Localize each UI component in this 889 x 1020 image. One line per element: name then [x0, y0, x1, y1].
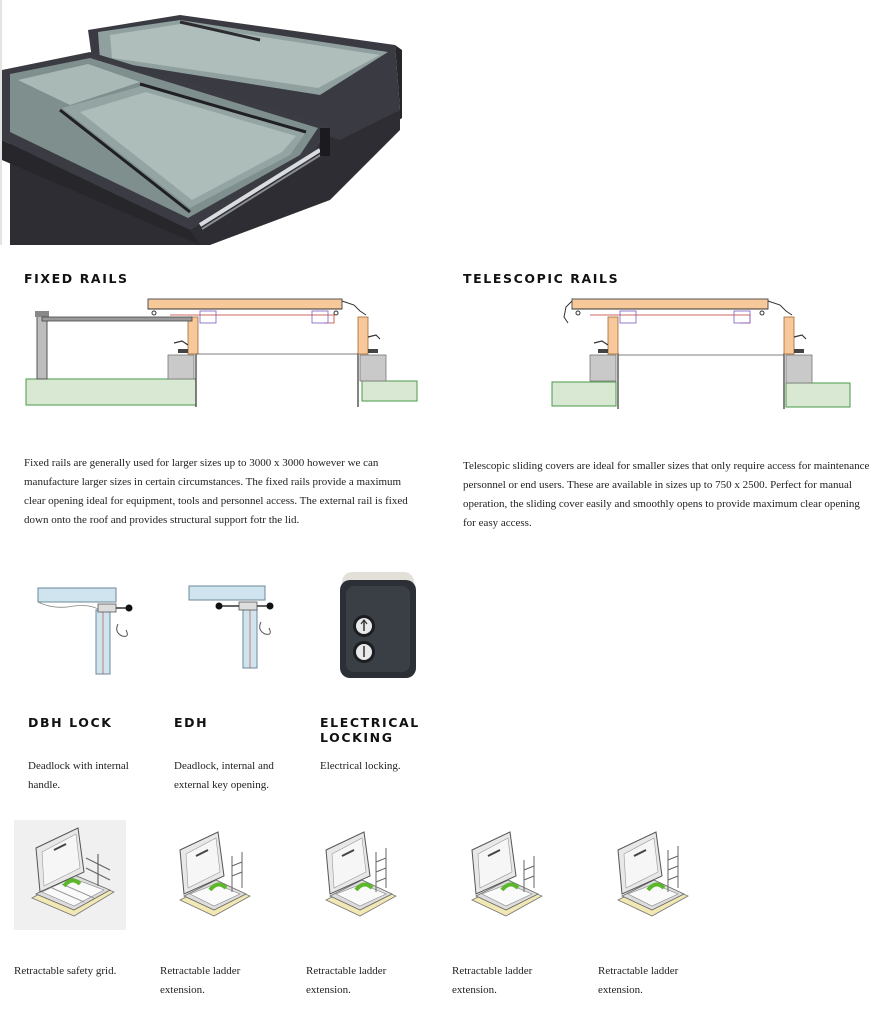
- option-caption: Retractable ladder extension.: [598, 965, 679, 996]
- telescopic-rails-diagram: [550, 293, 852, 413]
- fixed-rails-description: Fixed rails are generally used for large…: [24, 457, 408, 526]
- fixed-rails-title: FIXED RAILS: [24, 271, 129, 286]
- option-safety-grid-image: [14, 820, 126, 930]
- dbh-lock-diagram: [34, 580, 139, 680]
- edh-lock-diagram: [185, 580, 285, 680]
- product-photo: [0, 0, 410, 245]
- option-ladder-image-3: [462, 826, 552, 926]
- option-caption: Retractable ladder extension.: [160, 965, 241, 996]
- dbh-lock-description: Deadlock with internal handle.: [28, 760, 129, 791]
- electrical-locking-title: ELECTRICAL LOCKING: [320, 715, 420, 745]
- option-ladder-image-1: [170, 826, 260, 926]
- option-caption: Retractable ladder extension.: [452, 965, 533, 996]
- option-ladder-image-2: [316, 826, 406, 926]
- electrical-locking-description: Electrical locking.: [320, 760, 401, 772]
- option-caption: Retractable ladder extension.: [306, 965, 387, 996]
- electrical-lock-photo: [334, 570, 422, 682]
- telescopic-rails-description: Telescopic sliding covers are ideal for …: [463, 460, 870, 529]
- telescopic-rails-title: TELESCOPIC RAILS: [463, 271, 620, 286]
- option-ladder-image-4: [608, 826, 698, 926]
- edh-title: EDH: [174, 715, 209, 730]
- edh-description: Deadlock, internal and external key open…: [174, 760, 274, 791]
- option-caption: Retractable safety grid.: [14, 965, 117, 977]
- dbh-lock-title: DBH LOCK: [28, 715, 113, 730]
- fixed-rails-diagram: [24, 293, 419, 413]
